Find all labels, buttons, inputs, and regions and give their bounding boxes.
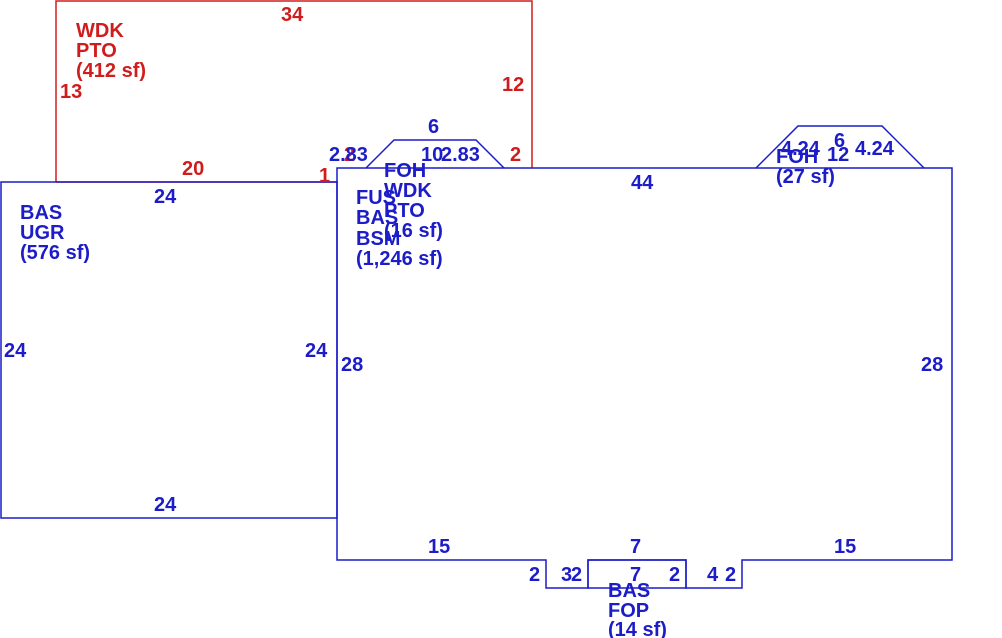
left-bay-label-3: PTO xyxy=(384,200,425,222)
dim-main-bottom-left: 15 xyxy=(428,536,450,558)
bas-ugr-area: (576 sf) xyxy=(20,242,90,264)
dim-bay-left: 2.83 xyxy=(329,144,368,166)
dim-main-bottom-right: 15 xyxy=(834,536,856,558)
dim-rbay-right: 4.24 xyxy=(855,138,895,160)
dim-main-right: 28 xyxy=(921,354,943,376)
bas-fop-area: (14 sf) xyxy=(608,619,667,638)
dim-fop-top: 7 xyxy=(630,536,641,558)
main-label-1: FUS xyxy=(356,187,396,209)
dim-fop-bottom: 7 xyxy=(630,564,641,586)
dim-main-left: 28 xyxy=(341,354,363,376)
left-bay-label-1: FOH xyxy=(384,160,426,182)
dim-fop-left-2b: 2 xyxy=(571,564,582,586)
dim-wdk-left: 13 xyxy=(60,81,82,103)
dim-ugr-right: 24 xyxy=(305,340,328,362)
dim-fop-left-3: 3 xyxy=(561,564,572,586)
dim-fop-left-2: 2 xyxy=(529,564,540,586)
dim-fop-right-2b: 2 xyxy=(725,564,736,586)
left-bay-label-2: WDK xyxy=(384,180,432,202)
bas-fop-outline xyxy=(587,559,687,589)
dim-fop-right-2: 2 xyxy=(669,564,680,586)
bas-fop-label-1: BAS xyxy=(608,580,650,602)
dim-rbay-top: 6 xyxy=(834,130,845,152)
dim-wdk-small-2b: 2 xyxy=(510,144,521,166)
main-area: (1,246 sf) xyxy=(356,248,443,270)
wdk-pto-area: (412 sf) xyxy=(76,60,146,82)
dim-rbay-mid: 12 xyxy=(827,144,849,166)
dim-bay-right: 2.83 xyxy=(441,144,480,166)
bas-ugr-label-2: UGR xyxy=(20,222,65,244)
wdk-pto-outline xyxy=(55,0,533,182)
bas-ugr-label-1: BAS xyxy=(20,202,62,224)
right-bay-label: FOH xyxy=(776,146,818,168)
right-bay-outline xyxy=(755,125,925,169)
main-label-2: BAS xyxy=(356,207,398,229)
dim-wdk-bottom: 20 xyxy=(182,158,204,180)
dim-wdk-small-2a: 2 xyxy=(344,144,355,166)
left-bay-outline xyxy=(365,139,505,169)
left-bay-area: (16 sf) xyxy=(384,220,443,242)
dim-wdk-top: 34 xyxy=(281,4,304,26)
dim-main-top: 44 xyxy=(631,172,654,194)
dim-fop-right-4: 4 xyxy=(707,564,719,586)
wdk-pto-label-2: PTO xyxy=(76,40,117,62)
bas-fop-label-2: FOP xyxy=(608,600,649,622)
main-label-3: BSM xyxy=(356,228,400,250)
right-bay-area: (27 sf) xyxy=(776,166,835,188)
dim-rbay-left: 4.24 xyxy=(781,138,821,160)
dim-ugr-bottom: 24 xyxy=(154,494,177,516)
dim-bay-top: 6 xyxy=(428,116,439,138)
wdk-pto-label-1: WDK xyxy=(76,20,124,42)
dim-ugr-left: 24 xyxy=(4,340,27,362)
dim-wdk-right: 12 xyxy=(502,74,524,96)
dim-bay-mid: 10 xyxy=(421,144,443,166)
dim-ugr-top: 24 xyxy=(154,186,177,208)
dim-wdk-small-1: 1 xyxy=(319,165,330,187)
